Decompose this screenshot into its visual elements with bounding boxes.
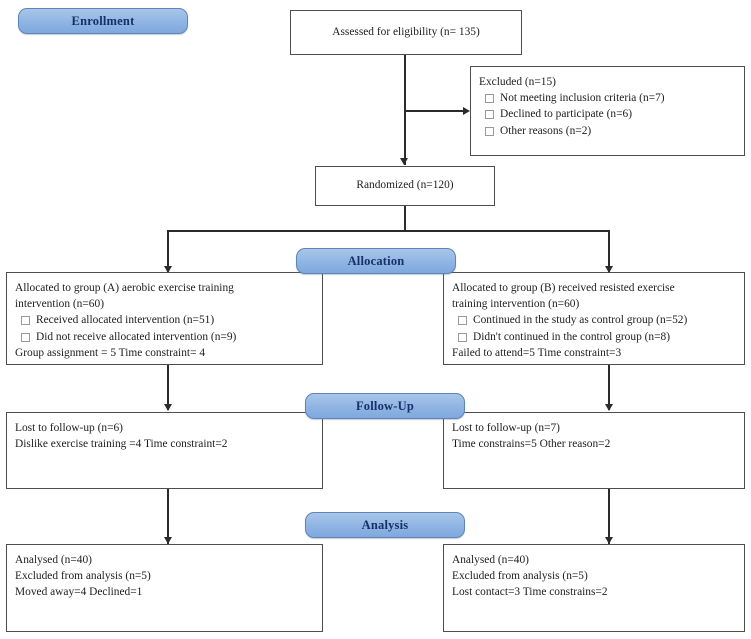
box-analysis-group-b: Analysed (n=40) Excluded from analysis (… <box>443 544 745 632</box>
allocation-right-title-line2: training intervention (n=60) <box>452 298 580 311</box>
allocation-left-item: Received allocated intervention (n=51) <box>15 312 314 328</box>
followup-right-line1: Lost to follow-up (n=7) <box>452 422 560 434</box>
analysis-right-line1: Analysed (n=40) <box>452 554 529 566</box>
checkbox-icon <box>485 110 494 120</box>
stage-banner-enrollment: Enrollment <box>18 8 188 34</box>
connector-randomized-down <box>404 206 406 231</box>
box-analysis-group-a: Analysed (n=40) Excluded from analysis (… <box>6 544 323 632</box>
allocation-left-item-label: Did not receive allocated intervention (… <box>36 330 237 343</box>
connector-split-bus <box>167 230 610 232</box>
followup-left-line1: Lost to follow-up (n=6) <box>15 422 123 434</box>
analysis-left-line3: Moved away=4 Declined=1 <box>15 586 143 599</box>
connector-split-left <box>167 230 169 273</box>
analysis-right-line3: Lost contact=3 Time constrains=2 <box>452 586 608 599</box>
allocation-left-item-label: Received allocated intervention (n=51) <box>36 314 215 327</box>
analysis-left-line2: Excluded from analysis (n=5) <box>15 570 151 583</box>
checkbox-icon <box>485 126 494 136</box>
arrow-into-randomized <box>399 158 408 165</box>
stage-banner-allocation-label: Allocation <box>347 253 405 268</box>
excluded-item: Other reasons (n=2) <box>479 123 736 139</box>
checkbox-icon <box>21 332 30 342</box>
connector-followup-right-to-analysis <box>608 489 610 544</box>
connector-alloc-right-to-followup <box>608 365 610 410</box>
checkbox-icon <box>485 94 494 104</box>
randomized-text: Randomized (n=120) <box>356 179 454 191</box>
allocation-right-item-label: Didn't continued in the control group (n… <box>473 330 671 343</box>
stage-banner-followup: Follow-Up <box>305 393 465 419</box>
box-followup-group-a: Lost to follow-up (n=6) Dislike exercise… <box>6 412 323 489</box>
stage-banner-followup-label: Follow-Up <box>355 398 415 413</box>
allocation-right-item: Didn't continued in the control group (n… <box>452 329 736 345</box>
stage-banner-enrollment-label: Enrollment <box>71 13 135 28</box>
checkbox-icon <box>21 316 30 326</box>
arrow-into-analysis-right <box>604 537 613 544</box>
followup-right-line2: Time constrains=5 Other reason=2 <box>452 438 611 451</box>
analysis-right-line2: Excluded from analysis (n=5) <box>452 570 588 583</box>
allocation-right-item-label: Continued in the study as control group … <box>473 314 688 327</box>
stage-banner-analysis-label: Analysis <box>361 517 409 532</box>
arrow-into-analysis-left <box>163 537 172 544</box>
arrow-into-followup-right <box>604 404 613 411</box>
allocation-left-title-line2: intervention (n=60) <box>15 298 104 311</box>
excluded-item-label: Declined to participate (n=6) <box>500 108 632 121</box>
allocation-left-title-line1: Allocated to group (A) aerobic exercise … <box>15 282 234 294</box>
allocation-right-title-line1: Allocated to group (B) received resisted… <box>452 282 675 294</box>
box-allocation-group-b: Allocated to group (B) received resisted… <box>443 272 745 365</box>
box-randomized: Randomized (n=120) <box>315 166 495 206</box>
connector-alloc-left-to-followup <box>167 365 169 410</box>
excluded-item-label: Other reasons (n=2) <box>500 124 592 137</box>
box-assessed-for-eligibility: Assessed for eligibility (n= 135) <box>290 10 522 55</box>
allocation-right-footer: Failed to attend=5 Time constraint=3 <box>452 346 622 359</box>
arrow-into-allocation-left <box>163 266 172 273</box>
checkbox-icon <box>458 316 467 326</box>
allocation-right-item: Continued in the study as control group … <box>452 312 736 328</box>
excluded-item-label: Not meeting inclusion criteria (n=7) <box>500 92 665 105</box>
arrow-into-excluded <box>463 106 470 115</box>
connector-followup-left-to-analysis <box>167 489 169 544</box>
allocation-left-item: Did not receive allocated intervention (… <box>15 329 314 345</box>
arrow-into-allocation-right <box>604 266 613 273</box>
excluded-title: Excluded (n=15) <box>479 76 556 88</box>
box-allocation-group-a: Allocated to group (A) aerobic exercise … <box>6 272 323 365</box>
analysis-left-line1: Analysed (n=40) <box>15 554 92 566</box>
connector-split-right <box>608 230 610 273</box>
box-excluded: Excluded (n=15) Not meeting inclusion cr… <box>470 66 745 156</box>
excluded-item: Not meeting inclusion criteria (n=7) <box>479 90 736 106</box>
allocation-left-footer: Group assignment = 5 Time constraint= 4 <box>15 346 206 359</box>
excluded-item: Declined to participate (n=6) <box>479 106 736 122</box>
connector-to-excluded <box>404 110 466 112</box>
checkbox-icon <box>458 332 467 342</box>
arrow-into-followup-left <box>163 404 172 411</box>
assessed-text: Assessed for eligibility (n= 135) <box>332 26 480 38</box>
box-followup-group-b: Lost to follow-up (n=7) Time constrains=… <box>443 412 745 489</box>
followup-left-line2: Dislike exercise training =4 Time constr… <box>15 438 228 451</box>
stage-banner-allocation: Allocation <box>296 248 456 274</box>
stage-banner-analysis: Analysis <box>305 512 465 538</box>
